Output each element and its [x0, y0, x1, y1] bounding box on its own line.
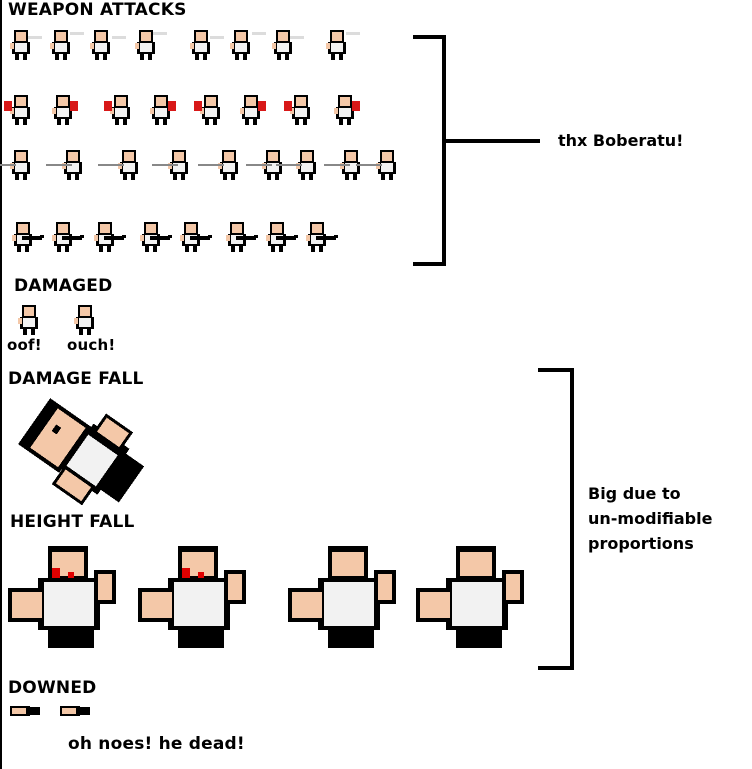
- big-note-line3: proportions: [588, 534, 694, 553]
- axe-swing-row-frame: [194, 95, 220, 125]
- sword-swing-row-frame: [50, 30, 84, 60]
- spear-row-frame: [0, 150, 30, 180]
- big-bracket-spine: [570, 368, 574, 670]
- oof-caption: oof!: [7, 336, 42, 354]
- gun-row-frame: [266, 222, 298, 252]
- sword-swing-row-frame: [326, 30, 360, 60]
- gun-row-frame: [226, 222, 258, 252]
- sword-swing-row-frame: [90, 30, 126, 60]
- big-note: Big due to un-modifiable proportions: [588, 481, 712, 556]
- damaged-sprites: [18, 305, 94, 335]
- gun-row-frame: [140, 222, 172, 252]
- bracket-bottom-cap: [413, 262, 446, 266]
- dead-caption: oh noes! he dead!: [68, 734, 245, 754]
- sword-swing-row-frame: [135, 30, 167, 60]
- sword-swing-row-frame: [230, 30, 266, 60]
- gun-row-frame: [94, 222, 126, 252]
- big-bracket-bottom-cap: [538, 666, 574, 670]
- gun-row-frame: [12, 222, 44, 252]
- spear-row-frame: [356, 150, 396, 180]
- axe-swing-row-frame: [104, 95, 130, 125]
- damaged-title: DAMAGED: [14, 276, 113, 296]
- height-fall-frame: [288, 546, 396, 648]
- height-fall-sprites: [8, 546, 524, 648]
- gun-row-frame: [306, 222, 338, 252]
- downed-sprite-2: [60, 706, 90, 716]
- sword-swing-row-frame: [10, 30, 42, 60]
- downed-sprites: [10, 706, 90, 716]
- oof-sprite: [18, 305, 38, 335]
- height-fall-frame: [138, 546, 246, 648]
- left-border: [0, 0, 2, 769]
- height-fall-frame: [416, 546, 524, 648]
- damage-fall-sprite: [18, 398, 145, 506]
- axe-swing-row-frame: [284, 95, 310, 125]
- big-note-line1: Big due to: [588, 484, 681, 503]
- spear-row-frame: [276, 150, 316, 180]
- damage-fall-title: DAMAGE FALL: [8, 369, 144, 389]
- spear-row-frame: [46, 150, 82, 180]
- downed-sprite-1: [10, 706, 40, 716]
- weapon-attack-sprites: [0, 30, 396, 252]
- bracket-pointer: [442, 139, 540, 143]
- bracket-top-cap: [413, 35, 446, 39]
- sword-swing-row-frame: [190, 30, 224, 60]
- spear-row-frame: [198, 150, 238, 180]
- ouch-caption: ouch!: [67, 336, 116, 354]
- axe-swing-row-frame: [334, 95, 360, 125]
- axe-swing-row-frame: [240, 95, 266, 125]
- big-bracket-top-cap: [538, 368, 574, 372]
- credit-note: thx Boberatu!: [558, 131, 684, 150]
- weapon-attacks-title: WEAPON ATTACKS: [8, 0, 187, 20]
- sword-swing-row-frame: [272, 30, 304, 60]
- axe-swing-row-frame: [150, 95, 176, 125]
- bracket-spine: [442, 35, 446, 266]
- height-fall-frame: [8, 546, 116, 648]
- axe-swing-row-frame: [4, 95, 30, 125]
- spear-row-frame: [324, 150, 360, 180]
- spear-row-frame: [152, 150, 188, 180]
- gun-row-frame: [52, 222, 84, 252]
- height-fall-title: HEIGHT FALL: [10, 512, 135, 532]
- downed-title: DOWNED: [8, 678, 97, 698]
- big-note-line2: un-modifiable: [588, 509, 713, 528]
- axe-swing-row-frame: [52, 95, 78, 125]
- ouch-sprite: [74, 305, 94, 335]
- gun-row-frame: [180, 222, 212, 252]
- spear-row-frame: [98, 150, 138, 180]
